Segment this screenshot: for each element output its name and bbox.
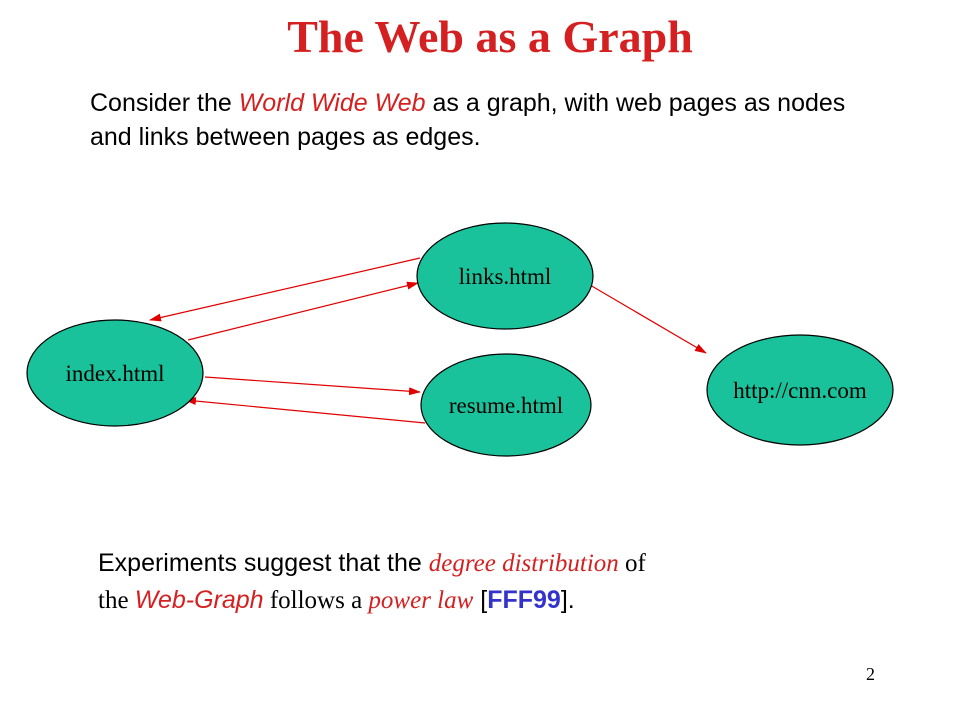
node-index-shape — [26, 319, 204, 427]
conclusion-highlight-webgraph: Web-Graph — [134, 586, 264, 614]
edge-resume-to-index — [184, 397, 426, 424]
conclusion-highlight-degree: degree distribution — [428, 550, 619, 577]
conclusion-highlight-powerlaw: power law — [368, 587, 474, 614]
page-number: 2 — [866, 664, 875, 684]
conclusion-paragraph: Experiments suggest that the degree dist… — [98, 545, 858, 619]
node-resume-label: resume.html — [449, 393, 563, 418]
edge-index-to-resume — [204, 376, 421, 396]
intro-paragraph: Consider the World Wide Web as a graph, … — [90, 86, 850, 154]
node-cnn-label: http://cnn.com — [733, 378, 867, 403]
node-links-label: links.html — [459, 264, 552, 289]
slide-title: The Web as a Graph — [287, 11, 693, 62]
node-cnn: http://cnn.com — [706, 334, 894, 446]
conclusion-text-4: follows a — [263, 587, 369, 614]
reference-citation: FFF99 — [487, 586, 561, 614]
conclusion-text-5: [ — [473, 586, 488, 614]
node-links-shape — [416, 222, 594, 330]
conclusion-text-3: the — [98, 587, 135, 614]
edge-links-to-cnn — [589, 284, 707, 354]
node-index: index.html — [26, 319, 204, 427]
node-resume: resume.html — [420, 353, 592, 457]
node-resume-shape — [420, 353, 592, 457]
edge-links-to-index — [149, 257, 421, 322]
conclusion-text-2: of — [618, 550, 646, 577]
conclusion-text-1: Experiments suggest that the — [98, 549, 429, 577]
edge-index-to-links — [187, 281, 419, 341]
conclusion-text-6: ]. — [560, 586, 575, 614]
intro-highlight: World Wide Web — [238, 89, 426, 117]
node-index-label: index.html — [65, 361, 164, 386]
intro-text-1: Consider the — [90, 89, 239, 117]
node-links: links.html — [416, 222, 594, 330]
intro-text-2: as a graph, with web pages as nodes and … — [90, 89, 846, 151]
node-cnn-shape — [706, 334, 894, 446]
